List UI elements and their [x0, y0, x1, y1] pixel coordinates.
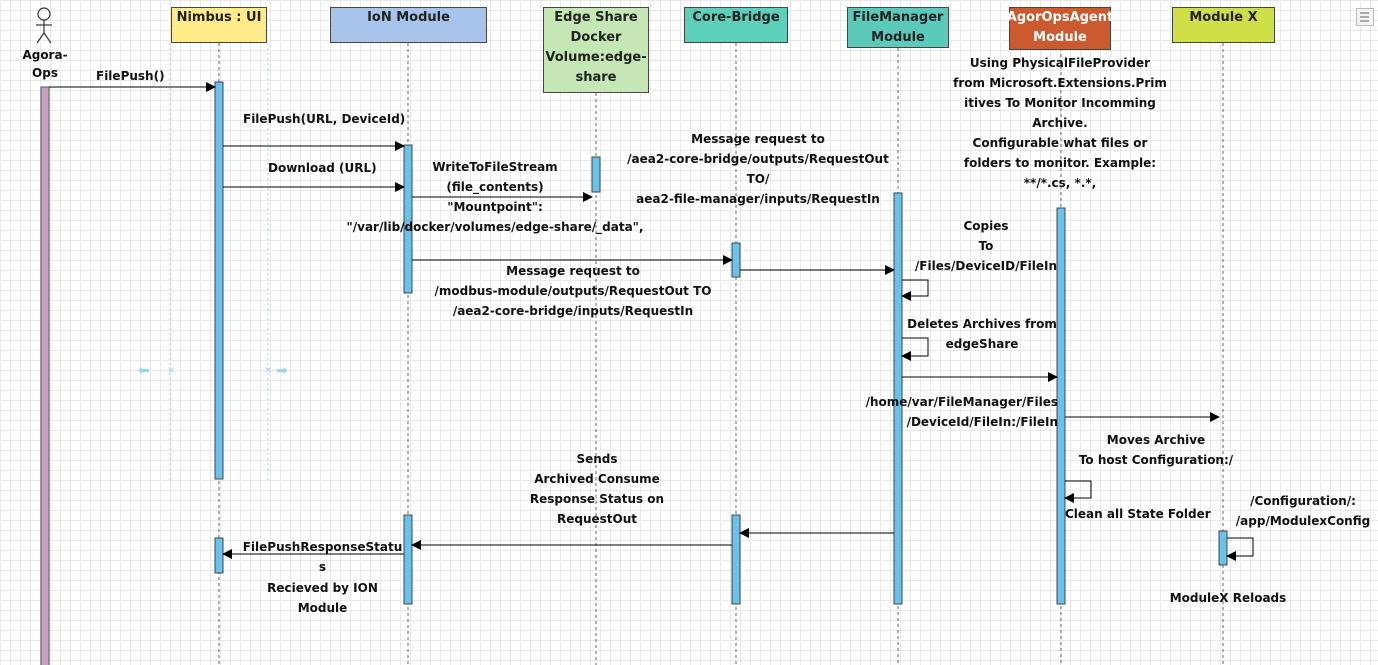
activation-ui-1 — [214, 81, 224, 480]
participant-nimbus-ui[interactable]: Nimbus : UI — [171, 7, 267, 43]
participant-ion-module[interactable]: IoN Module — [330, 7, 487, 43]
activation-edge-1 — [591, 156, 601, 193]
msg-sends-label: Sends Archived Consume Response Status o… — [529, 452, 665, 526]
resize-left-arrow-icon[interactable]: ⬅ — [138, 363, 150, 379]
activation-ion-2 — [403, 514, 413, 605]
msg-deletes-label: Deletes Archives from edgeShare — [907, 317, 1057, 351]
activation-agent-1 — [1056, 207, 1066, 605]
msg-reloads-label: ModuleX Reloads — [1169, 591, 1287, 605]
msg-received-label: Recieved by ION Module — [267, 581, 378, 615]
msg-response-label: FilePushResponseStatu s — [242, 540, 403, 574]
participant-module-x[interactable]: Module X — [1172, 7, 1275, 43]
actor-label: Agora- Ops — [22, 48, 68, 80]
msg-filepush-url-label: FilePush(URL, DeviceId) — [243, 112, 406, 126]
selection-handle-icon[interactable]: × — [167, 365, 176, 376]
msg-fm-path-label: /home/var/FileManager/Files /DeviceId/Fi… — [865, 395, 1058, 429]
msg-clean-label: Clean all State Folder — [1065, 507, 1211, 521]
msg-copies-label: Copies To /Files/DeviceID/FileIn — [914, 219, 1058, 273]
activation-bars — [214, 81, 1228, 605]
activation-ui-2 — [214, 537, 224, 574]
message-arrows — [49, 82, 1254, 561]
msg-config-path-label: /Configuration/: /app/ModulexConfig — [1235, 494, 1371, 528]
format-panel-icon[interactable] — [1356, 8, 1374, 26]
arrow-deletes-self — [901, 337, 929, 361]
activation-ion-1 — [403, 144, 413, 294]
participant-core-bridge[interactable]: Core-Bridge — [684, 7, 788, 43]
msg-write-label: WriteToFileStream (file_contents) "Mount… — [346, 160, 644, 234]
resize-right-arrow-icon[interactable]: ➡ — [276, 363, 288, 379]
participant-agoropsagent-module[interactable]: AgorOpsAgent Module — [1007, 7, 1113, 50]
actor-activation-bar — [40, 86, 50, 665]
msg-core-to-fm-label: Message request to /aea2-core-bridge/out… — [627, 132, 889, 206]
arrow-clean-self — [1064, 480, 1092, 503]
arrow-copies-self — [901, 279, 929, 301]
msg-moves-label: Moves Archive To host Configuration:/ — [1078, 433, 1234, 467]
activation-core-2 — [731, 514, 741, 605]
msg-download-label: Download (URL) — [268, 161, 377, 175]
msg-ion-to-core-label: Message request to /modbus-module/output… — [434, 264, 712, 318]
note-agent-monitor: Using PhysicalFileProvider from Microsof… — [953, 56, 1167, 190]
stick-figure-icon — [36, 7, 52, 44]
participant-edge-share[interactable]: Edge Share Docker Volume:edge- share — [543, 7, 649, 93]
arrow-reload-self — [1226, 537, 1254, 561]
msg-filepush-label: FilePush() — [96, 69, 165, 83]
activation-fm-1 — [893, 192, 903, 605]
selection-handle-icon[interactable]: × — [264, 365, 273, 376]
participant-filemanager-module[interactable]: FileManager Module — [847, 7, 949, 48]
activation-mx-1 — [1218, 530, 1228, 566]
